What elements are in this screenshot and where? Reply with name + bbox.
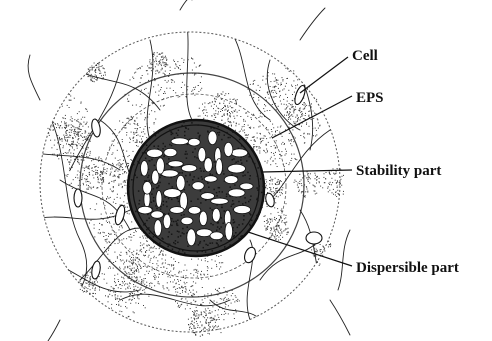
- stability-core: [128, 120, 265, 257]
- label-cell: Cell: [352, 48, 378, 64]
- label-eps: EPS: [356, 90, 384, 106]
- label-stability-part: Stability part: [356, 163, 441, 179]
- eps-leader: [272, 96, 352, 138]
- cell-leader: [300, 57, 348, 93]
- dispersible-leader: [248, 232, 352, 266]
- label-dispersible-part: Dispersible part: [356, 260, 459, 276]
